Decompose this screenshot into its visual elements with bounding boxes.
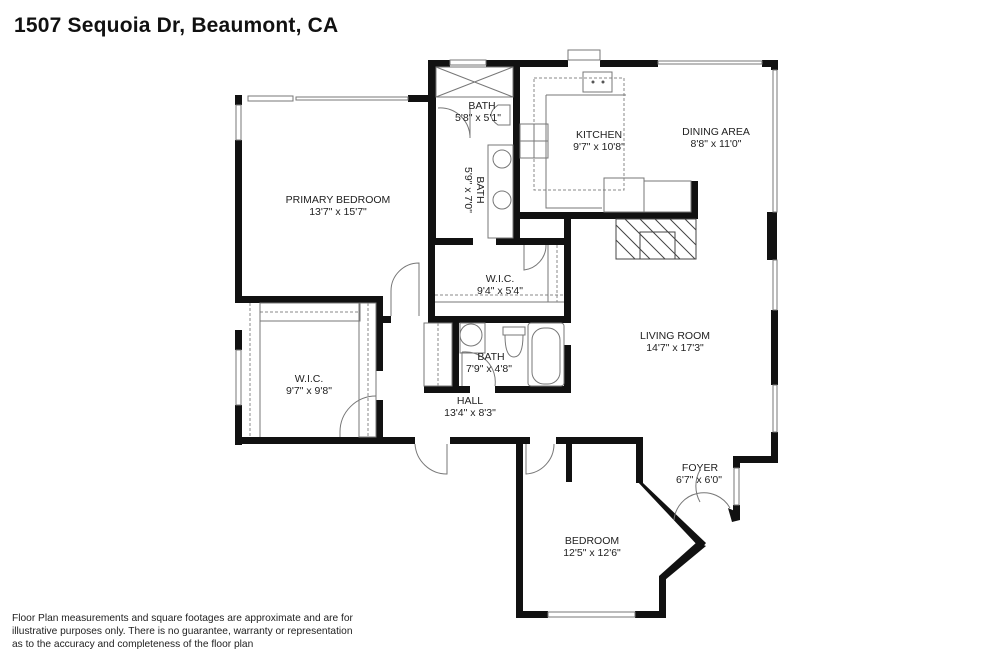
windows <box>235 49 778 618</box>
exterior-walls <box>235 60 778 618</box>
fixtures <box>249 66 731 521</box>
room-bath2-name: BATH <box>474 176 486 203</box>
room-primary-bedroom-size: 13'7" x 15'7" <box>309 206 367 218</box>
room-wic1-name: W.I.C. <box>486 273 515 285</box>
room-bath1-name: BATH <box>468 100 495 112</box>
room-primary-bedroom-name: PRIMARY BEDROOM <box>286 194 391 206</box>
room-hall-name: HALL <box>457 395 483 407</box>
room-living-name: LIVING ROOM <box>640 330 710 342</box>
room-bedroom-size: 12'5" x 12'6" <box>563 547 621 559</box>
room-wic2-name: W.I.C. <box>295 373 324 385</box>
room-hall-size: 13'4" x 8'3" <box>444 407 496 419</box>
room-kitchen-name: KITCHEN <box>576 129 622 141</box>
room-wic1-size: 9'4" x 5'4" <box>477 285 523 297</box>
disclaimer-text: Floor Plan measurements and square foota… <box>12 613 353 650</box>
room-wic2-size: 9'7" x 9'8" <box>286 385 332 397</box>
room-bath2-size: 5'9" x 7'0" <box>462 167 474 213</box>
room-bedroom-name: BEDROOM <box>565 535 619 547</box>
room-labels: PRIMARY BEDROOM 13'7" x 15'7" BATH 5'8" … <box>286 100 750 559</box>
room-foyer-size: 6'7" x 6'0" <box>676 474 722 486</box>
room-foyer-name: FOYER <box>682 462 719 474</box>
room-living-size: 14'7" x 17'3" <box>646 342 704 354</box>
room-bath1-size: 5'8" x 5'1" <box>455 112 501 124</box>
room-kitchen-size: 9'7" x 10'8" <box>573 141 625 153</box>
room-dining-size: 8'8" x 11'0" <box>691 138 742 150</box>
room-bath3-size: 7'9" x 4'8" <box>466 363 512 375</box>
property-address-title: 1507 Sequoia Dr, Beaumont, CA <box>14 14 339 37</box>
room-dining-name: DINING AREA <box>682 126 750 138</box>
room-bath3-name: BATH <box>477 351 504 363</box>
